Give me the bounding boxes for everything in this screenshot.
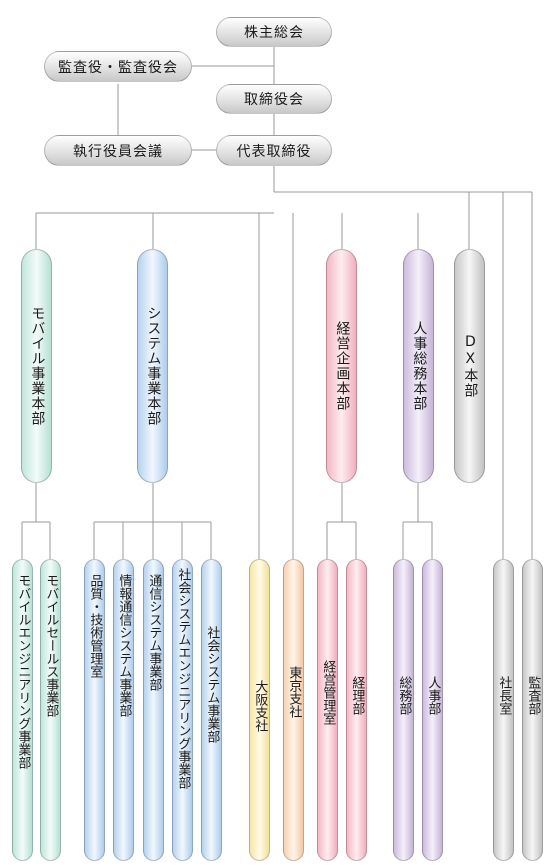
executive-officers-meeting-box: 執行役員会議 <box>44 135 192 166</box>
shareholders-meeting-box: 株主総会 <box>216 17 332 47</box>
social-system-engineering-department: 社会システムエンジニアリング事業部 <box>172 559 193 861</box>
quality-tech-management-office: 品質・技術管理室 <box>84 559 105 861</box>
osaka-branch: 大阪支社 <box>249 559 270 861</box>
hr-general-affairs-division: 人事総務本部 <box>403 249 434 483</box>
social-system-department: 社会システム事業部 <box>201 559 222 861</box>
representative-director-box: 代表取締役 <box>216 135 332 166</box>
management-control-office: 経営管理室 <box>317 559 338 861</box>
hr-department: 人事部 <box>422 559 443 861</box>
info-comm-system-department: 情報通信システム事業部 <box>113 559 134 861</box>
system-division: システム事業本部 <box>137 249 168 483</box>
dx-division: DX本部 <box>454 249 485 483</box>
accounting-department: 経理部 <box>346 559 367 861</box>
tokyo-branch: 東京支社 <box>283 559 304 861</box>
corporate-planning-division: 経営企画本部 <box>326 249 357 483</box>
general-affairs-department: 総務部 <box>393 559 414 861</box>
auditors-box: 監査役・監査役会 <box>44 51 192 82</box>
president-office: 社長室 <box>493 559 514 861</box>
mobile-division: モバイル事業本部 <box>21 249 52 483</box>
comm-system-department: 通信システム事業部 <box>143 559 164 861</box>
audit-department: 監査部 <box>522 559 543 861</box>
mobile-sales-department: モバイルセールス事業部 <box>40 559 61 861</box>
mobile-engineering-department: モバイルエンジニアリング事業部 <box>12 559 33 861</box>
board-of-directors-box: 取締役会 <box>216 84 332 114</box>
